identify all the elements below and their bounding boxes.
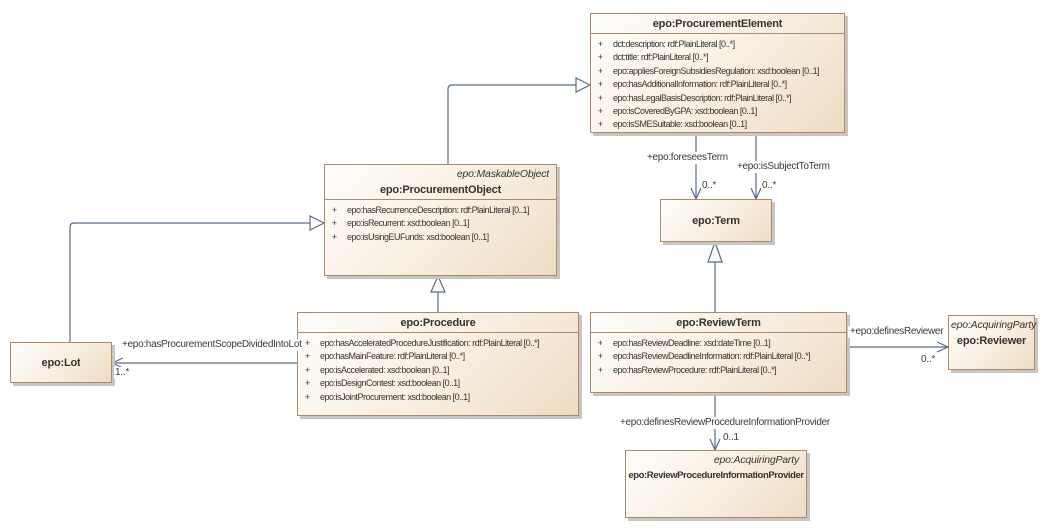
- class-attribute: +epo:isSMESuitable: xsd:boolean [0..1]: [591, 118, 844, 131]
- edge-label-is-subject-to-term[interactable]: +epo:isSubjectToTerm: [735, 161, 832, 173]
- visibility-marker: +: [597, 351, 604, 362]
- class-attribute: +epo:isJointProcurement: xsd:boolean [0.…: [298, 391, 578, 404]
- class-epo-procurementelement[interactable]: epo:ProcurementElement +dct:description:…: [590, 13, 845, 133]
- visibility-marker: +: [304, 391, 311, 402]
- class-title: epo:Lot: [41, 356, 81, 369]
- class-attribute: +epo:isRecurrent: xsd:boolean [0..1]: [325, 217, 556, 230]
- edge-label-foresees-term[interactable]: +epo:foreseesTerm: [645, 152, 730, 164]
- visibility-marker: +: [331, 205, 338, 215]
- class-attribute: +epo:hasAcceleratedProcedureJustificatio…: [298, 337, 578, 350]
- class-attribute: +epo:hasLegalBasisDescription: rdf:Plain…: [591, 92, 844, 105]
- generalization-procurementobject-to-procurementelement[interactable]: [447, 77, 592, 164]
- visibility-marker: +: [304, 338, 311, 348]
- class-epo-reviewer[interactable]: epo:AcquiringParty epo:Reviewer: [948, 315, 1037, 370]
- visibility-marker: +: [331, 231, 338, 242]
- class-attribute: +dct:title: rdf:PlainLiteral [0..*]: [591, 51, 844, 64]
- class-epo-procedure[interactable]: epo:Procedure +epo:hasAcceleratedProcedu…: [297, 312, 579, 416]
- visibility-marker: +: [304, 364, 311, 375]
- class-stereotype: epo:AcquiringParty: [713, 454, 799, 466]
- class-attribute: +epo:hasReviewDeadlineInformation: rdf:P…: [591, 350, 846, 363]
- visibility-marker: +: [304, 378, 311, 389]
- class-title: epo:ProcurementElement: [652, 18, 783, 30]
- class-attribute: +epo:hasAdditionalInformation: rdf:Plain…: [591, 78, 844, 91]
- multiplicity-defines-review-procedure-information-provider[interactable]: 0..1: [722, 432, 740, 444]
- hollow-triangle-arrowhead-icon: [575, 77, 592, 93]
- class-attribute: +epo:isAccelerated: xsd:boolean [0..1]: [298, 364, 578, 377]
- multiplicity-is-subject-to-term[interactable]: 0..*: [761, 180, 778, 192]
- edge-label-defines-reviewer[interactable]: +epo:definesReviewer: [848, 326, 946, 338]
- class-attribute: +epo:isDesignContest: xsd:boolean [0..1]: [298, 377, 578, 390]
- attribute-compartment: +epo:hasAcceleratedProcedureJustificatio…: [298, 333, 578, 404]
- generalization-procedure-to-procurementobject[interactable]: [430, 274, 446, 312]
- open-arrowhead-icon: [110, 357, 124, 369]
- association-foresees-term[interactable]: [690, 133, 702, 201]
- class-epo-reviewprocedureinformationprovider[interactable]: epo:AcquiringParty epo:ReviewProcedureIn…: [625, 450, 807, 518]
- association-has-procurement-scope-divided-into-lot[interactable]: [110, 357, 297, 369]
- visibility-marker: +: [597, 338, 604, 348]
- visibility-marker: +: [597, 39, 604, 49]
- class-title: epo:Procedure: [400, 317, 476, 329]
- class-attribute: +epo:hasReviewProcedure: rdf:PlainLitera…: [591, 364, 846, 377]
- class-attribute: +dct:description: rdf:PlainLiteral [0..*…: [591, 38, 844, 51]
- class-attribute: +epo:hasRecurrenceDescription: rdf:Plain…: [325, 204, 556, 217]
- visibility-marker: +: [597, 52, 604, 63]
- attribute-compartment: +epo:hasReviewDeadline: xsd:dateTime [0.…: [591, 333, 846, 377]
- association-defines-reviewer[interactable]: [847, 341, 950, 353]
- visibility-marker: +: [597, 106, 604, 117]
- class-epo-reviewterm[interactable]: epo:ReviewTerm +epo:hasReviewDeadline: x…: [590, 312, 847, 393]
- multiplicity-foresees-term[interactable]: 0..*: [701, 180, 718, 192]
- class-title: epo:ProcurementObject: [379, 184, 502, 196]
- hollow-triangle-arrowhead-icon: [430, 274, 446, 293]
- generalization-reviewterm-to-term[interactable]: [707, 240, 723, 312]
- multiplicity-has-procurement-scope-divided-into-lot[interactable]: 1..*: [114, 367, 131, 379]
- visibility-marker: +: [597, 79, 604, 90]
- generalization-lot-to-procurementobject[interactable]: [69, 215, 326, 342]
- edge-label-defines-review-procedure-information-provider[interactable]: +epo:definesReviewProcedureInformationPr…: [618, 417, 832, 429]
- class-title: epo:ReviewProcedureInformationProvider: [628, 470, 804, 481]
- hollow-triangle-arrowhead-icon: [309, 215, 326, 231]
- multiplicity-defines-reviewer[interactable]: 0..*: [920, 354, 937, 366]
- visibility-marker: +: [597, 65, 604, 76]
- visibility-marker: +: [597, 92, 604, 103]
- class-attribute: +epo:hasMainFeature: rdf:PlainLiteral [0…: [298, 350, 578, 363]
- class-epo-lot[interactable]: epo:Lot: [10, 342, 112, 383]
- class-title: epo:Reviewer: [956, 335, 1027, 347]
- class-title: epo:ReviewTerm: [676, 317, 761, 329]
- class-title: epo:Term: [692, 214, 740, 227]
- class-attribute: +epo:isCoveredByGPA: xsd:boolean [0..1]: [591, 105, 844, 118]
- attribute-compartment: +epo:hasRecurrenceDescription: rdf:Plain…: [325, 200, 556, 244]
- visibility-marker: +: [597, 119, 604, 130]
- class-attribute: +epo:isUsingEUFunds: xsd:boolean [0..1]: [325, 231, 556, 244]
- class-epo-procurementobject[interactable]: epo:MaskableObject epo:ProcurementObject…: [324, 164, 557, 276]
- attribute-compartment: +dct:description: rdf:PlainLiteral [0..*…: [591, 34, 844, 132]
- hollow-triangle-arrowhead-icon: [707, 240, 723, 263]
- class-attribute: +epo:hasReviewDeadline: xsd:dateTime [0.…: [591, 337, 846, 350]
- class-attribute: +epo:appliesForeignSubsidiesRegulation: …: [591, 65, 844, 78]
- class-stereotype: epo:AcquiringParty: [951, 319, 1037, 331]
- class-epo-term[interactable]: epo:Term: [660, 199, 772, 242]
- visibility-marker: +: [331, 218, 338, 229]
- visibility-marker: +: [304, 351, 311, 362]
- edge-label-has-procurement-scope-divided-into-lot[interactable]: +epo:hasProcurementScopeDividedIntoLot: [120, 339, 304, 351]
- visibility-marker: +: [597, 364, 604, 375]
- class-stereotype: epo:MaskableObject: [456, 168, 549, 180]
